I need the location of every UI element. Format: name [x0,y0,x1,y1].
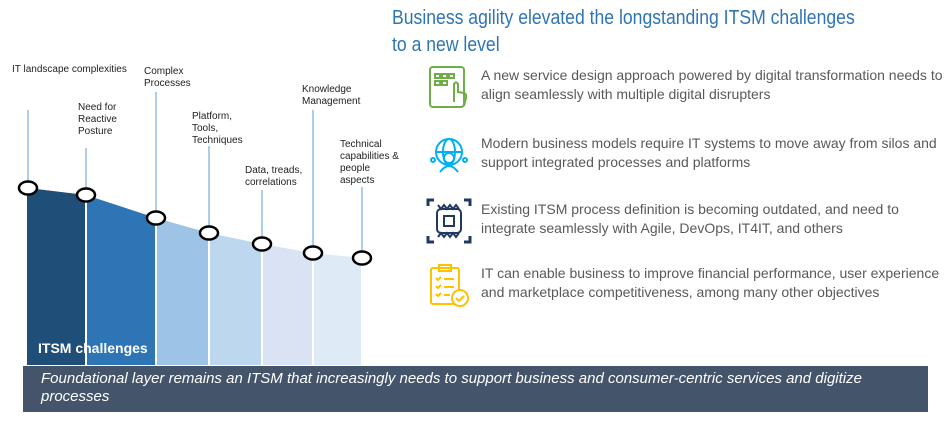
challenge-marker [17,180,39,196]
item-business-models: Modern business models require IT system… [426,132,946,182]
touch-tablet-icon [429,66,468,108]
itsm-challenges-label: ITSM challenges [38,340,148,356]
global-network-user-icon [430,138,468,173]
challenge-column [210,233,261,365]
slide-title: Business agility elevated the longstandi… [392,7,855,56]
label-data-treads: Data, treads, correlations [245,165,303,188]
processor-chip-icon [426,198,472,244]
item-itsm-process: Existing ITSM process definition is beco… [426,198,946,248]
label-technical-capabilities: Technical capabilities & people aspects [340,139,399,186]
item-text: Existing ITSM process definition is beco… [481,201,899,236]
label-complex-processes: Complex Processes [144,66,191,89]
item-business-enable: IT can enable business to improve financ… [426,262,946,312]
item-text: IT can enable business to improve financ… [481,265,940,300]
foundation-banner: Foundational layer remains an ITSM that … [23,366,928,412]
challenge-column [157,218,208,365]
label-platform-tools: Platform, Tools, Techniques [192,111,243,146]
challenges-diagram [17,92,373,365]
challenge-marker [145,210,167,226]
challenge-marker [302,245,324,261]
challenge-marker [351,250,373,266]
challenge-marker [75,187,97,203]
challenge-column [314,253,361,365]
challenge-marker [251,236,273,252]
item-text: Modern business models require IT system… [481,135,937,170]
item-text: A new service design approach powered by… [481,67,943,102]
challenge-column [87,195,155,365]
label-it-landscape: IT landscape complexities [12,64,127,75]
label-knowledge-management: Knowledge Management [302,84,361,107]
label-reactive-posture: Need for Reactive Posture [78,102,117,137]
challenge-column [263,244,312,365]
item-service-design: A new service design approach powered by… [426,64,946,114]
clipboard-check-icon [430,264,469,307]
challenge-marker [198,225,220,241]
challenge-column [27,187,85,365]
